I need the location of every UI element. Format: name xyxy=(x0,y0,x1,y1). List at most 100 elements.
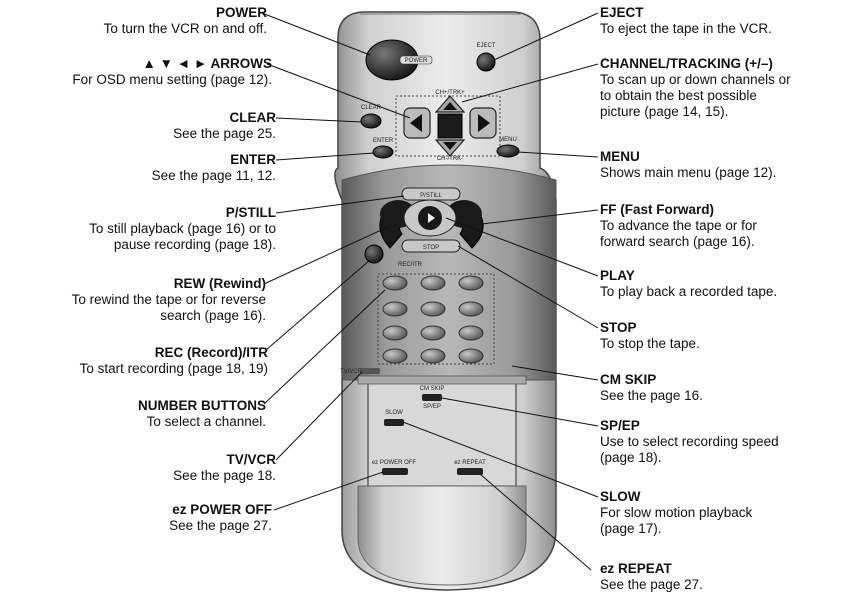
label-title: TV/VCR xyxy=(226,452,276,467)
label-desc: forward search (page 16). xyxy=(600,234,755,249)
number-button[interactable] xyxy=(382,275,408,291)
label-desc: Use to select recording speed xyxy=(600,434,779,449)
remote-slow-label: SLOW xyxy=(385,410,403,416)
label-title: POWER xyxy=(215,5,267,20)
number-buttons xyxy=(382,275,484,364)
remote-cmskip-label: CM SKIP xyxy=(420,386,445,392)
number-button[interactable] xyxy=(382,325,408,341)
label-channel-tracking: CHANNEL/TRACKING (+/–) To scan up or dow… xyxy=(600,56,791,120)
label-pstill: P/STILL To still playback (page 16) or t… xyxy=(89,205,276,253)
remote-stop-label: STOP xyxy=(423,245,439,251)
callout-lines xyxy=(261,12,599,571)
label-title: FF (Fast Forward) xyxy=(600,202,714,217)
label-title: NUMBER BUTTONS xyxy=(138,398,266,413)
number-button[interactable] xyxy=(420,348,446,364)
label-desc: picture (page 14, 15). xyxy=(600,104,729,119)
label-desc: Shows main menu (page 12). xyxy=(600,165,777,180)
remote-spep-label: SP/EP xyxy=(423,404,441,410)
label-desc: (page 18). xyxy=(600,450,662,465)
menu-button[interactable] xyxy=(496,144,520,158)
label-desc: To scan up or down channels or xyxy=(600,72,791,87)
remote-ezpoweroff-label: ez POWER OFF xyxy=(372,460,417,466)
label-play: PLAY To play back a recorded tape. xyxy=(600,268,777,300)
label-title: CLEAR xyxy=(229,110,277,125)
number-button[interactable] xyxy=(458,325,484,341)
label-ez-power-off: ez POWER OFF See the page 27. xyxy=(169,502,272,534)
label-ff: FF (Fast Forward) To advance the tape or… xyxy=(600,202,757,250)
stop-button[interactable] xyxy=(401,239,461,253)
label-title: ENTER xyxy=(230,152,276,167)
label-desc: (page 17). xyxy=(600,521,662,536)
label-title: ▲ ▼ ◄ ► ARROWS xyxy=(142,56,272,71)
number-button[interactable] xyxy=(458,348,484,364)
tvvcr-button[interactable] xyxy=(360,368,380,374)
label-cm-skip: CM SKIP See the page 16. xyxy=(600,372,703,404)
label-desc: To eject the tape in the VCR. xyxy=(600,21,772,36)
number-button[interactable] xyxy=(420,325,446,341)
label-title: P/STILL xyxy=(225,205,276,220)
number-button[interactable] xyxy=(458,275,484,291)
label-desc: To turn the VCR on and off. xyxy=(103,21,267,36)
label-title: PLAY xyxy=(600,268,635,283)
label-desc: To still playback (page 16) or to xyxy=(89,221,276,236)
label-title: SLOW xyxy=(600,489,641,504)
label-title: ez POWER OFF xyxy=(172,502,272,517)
label-eject: EJECT To eject the tape in the VCR. xyxy=(600,5,772,37)
label-desc: To stop the tape. xyxy=(600,336,700,351)
remote-ezrepeat-label: ez REPEAT xyxy=(454,460,486,466)
number-button[interactable] xyxy=(382,301,408,317)
label-enter: ENTER See the page 11, 12. xyxy=(152,152,276,184)
remote-menu-label: MENU xyxy=(499,137,517,143)
label-rec: REC (Record)/ITR To start recording (pag… xyxy=(80,345,268,377)
label-sp-ep: SP/EP Use to select recording speed (pag… xyxy=(600,418,779,466)
ez-power-off-button[interactable] xyxy=(382,468,408,475)
label-title: STOP xyxy=(600,320,637,335)
clear-button[interactable] xyxy=(360,113,382,129)
label-menu: MENU Shows main menu (page 12). xyxy=(600,149,776,181)
number-buttons-area xyxy=(377,273,495,365)
label-title: CM SKIP xyxy=(600,372,657,387)
label-desc: For OSD menu setting (page 12). xyxy=(72,72,272,87)
label-desc: search (page 16). xyxy=(160,308,266,323)
remote-clear-label: CLEAR xyxy=(361,105,382,111)
remote-enter-label: ENTER xyxy=(373,138,394,144)
eject-button[interactable] xyxy=(476,52,496,72)
number-button[interactable] xyxy=(420,301,446,317)
enter-button[interactable] xyxy=(372,145,394,159)
label-desc: To start recording (page 18, 19) xyxy=(79,361,268,376)
label-desc: To advance the tape or for xyxy=(600,218,757,233)
label-desc: To play back a recorded tape. xyxy=(600,284,778,299)
label-desc: To select a channel. xyxy=(146,414,266,429)
label-ez-repeat: ez REPEAT See the page 27. xyxy=(600,561,703,593)
label-desc: See the page 18. xyxy=(173,468,276,483)
label-desc: See the page 27. xyxy=(600,577,703,592)
label-number-buttons: NUMBER BUTTONS To select a channel. xyxy=(138,398,266,430)
number-button[interactable] xyxy=(420,275,446,291)
remote-ch-up-label: CH+/TRK+ xyxy=(435,90,465,96)
label-title: CHANNEL/TRACKING (+/–) xyxy=(600,56,773,71)
cm-skip-button[interactable] xyxy=(422,394,442,401)
label-title: SP/EP xyxy=(600,418,640,433)
label-desc: pause recording (page 18). xyxy=(113,237,276,252)
ez-repeat-button[interactable] xyxy=(457,468,483,475)
slow-button[interactable] xyxy=(384,419,404,426)
label-rew: REW (Rewind) To rewind the tape or for r… xyxy=(72,276,266,324)
remote-rec-label: REC/ITR xyxy=(398,262,423,268)
label-desc: See the page 11, 12. xyxy=(151,168,276,183)
rec-button[interactable] xyxy=(364,244,384,264)
label-desc: See the page 27. xyxy=(169,518,272,533)
remote-ch-down-label: CH-/TRK- xyxy=(437,156,463,162)
number-button[interactable] xyxy=(458,301,484,317)
label-slow: SLOW For slow motion playback (page 17). xyxy=(600,489,752,537)
remote-tvvcr-label: TV/VCR xyxy=(340,369,363,375)
label-desc: To rewind the tape or for reverse xyxy=(71,292,266,307)
label-title: EJECT xyxy=(600,5,644,20)
number-button[interactable] xyxy=(382,348,408,364)
label-clear: CLEAR See the page 25. xyxy=(173,110,276,142)
remote-power-label: POWER xyxy=(405,58,428,64)
remote-eject-label: EJECT xyxy=(476,43,495,49)
label-title: MENU xyxy=(600,149,640,164)
label-power: POWER To turn the VCR on and off. xyxy=(104,5,267,37)
label-title: ez REPEAT xyxy=(600,561,672,576)
